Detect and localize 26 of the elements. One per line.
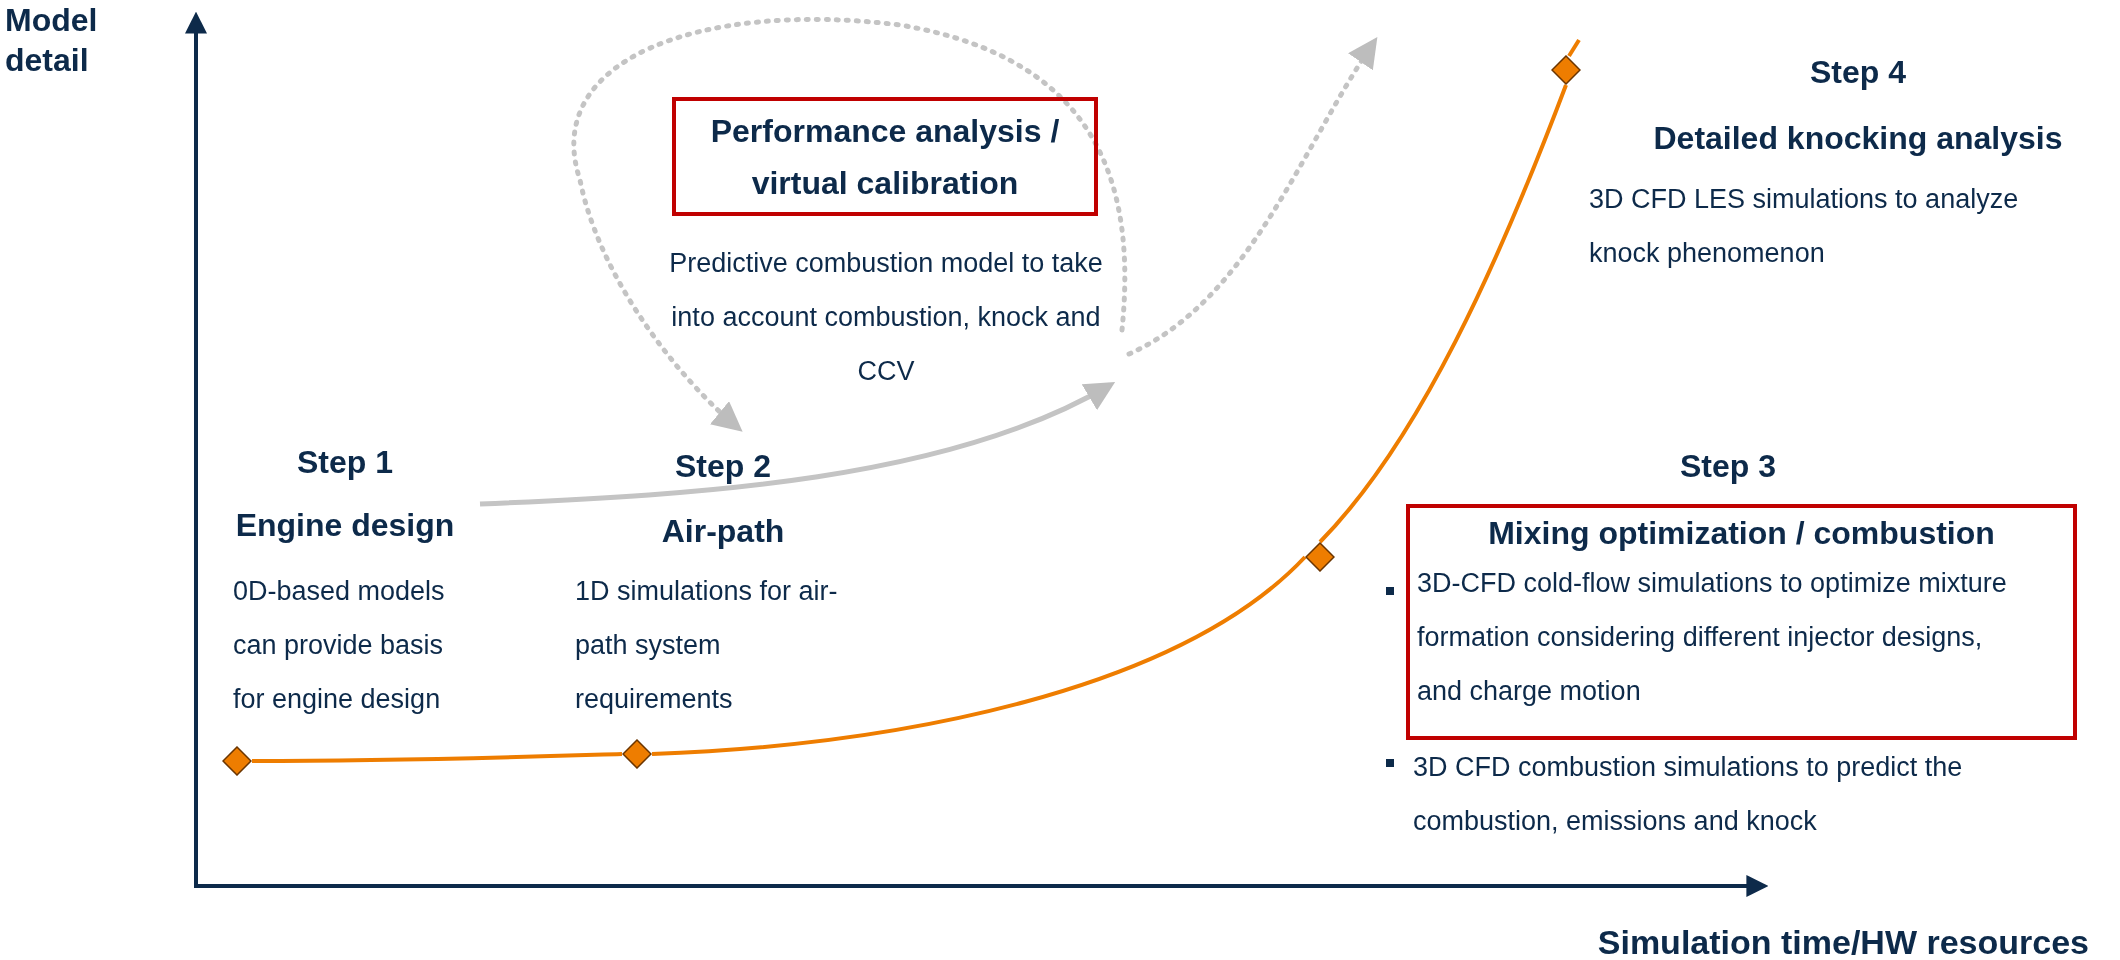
step-number: Step 1 [296,443,394,482]
step-title: Air-path [660,512,786,551]
description-text: Predictive combustion model to take into account combustion, knock and CCV [668,247,1104,388]
axis-title: Model detail [5,1,99,80]
bullet-text: 3D-CFD cold-flow simulations to optimize mixture formation considering different injector designs, and charge motion [1417,567,2008,708]
diamond-marker [1305,542,1335,572]
axis-title: Simulation time/HW resources [1596,922,2089,960]
step-number: Step 4 [1809,53,1907,92]
curve-segment [252,752,623,763]
diamond-marker [1551,55,1581,85]
description-text: 0D-based models can provide basis for engine design [233,575,446,716]
bullet-text: 3D CFD combustion simulations to predict the combustion, emissions and knock [1413,751,1964,838]
highlight-frame [672,97,1098,216]
diamond-marker [222,746,252,776]
heading: Mixing optimization / combustion [1487,514,1996,553]
step-number: Step 2 [674,447,772,486]
heading: Performance analysis / virtual calibration [709,112,1061,203]
curve-segment [651,555,1307,756]
description-text: 1D simulations for air-path system requirements [575,575,839,716]
step-number: Step 3 [1679,447,1777,486]
diamond-marker [622,739,652,769]
description-text: 3D CFD LES simulations to analyze knock phenomenon [1589,183,2020,270]
highlight-frame [1406,504,2077,740]
step-title: Detailed knocking analysis [1652,119,2064,158]
step-title: Engine design [234,506,456,545]
curve-segment [1318,84,1568,544]
